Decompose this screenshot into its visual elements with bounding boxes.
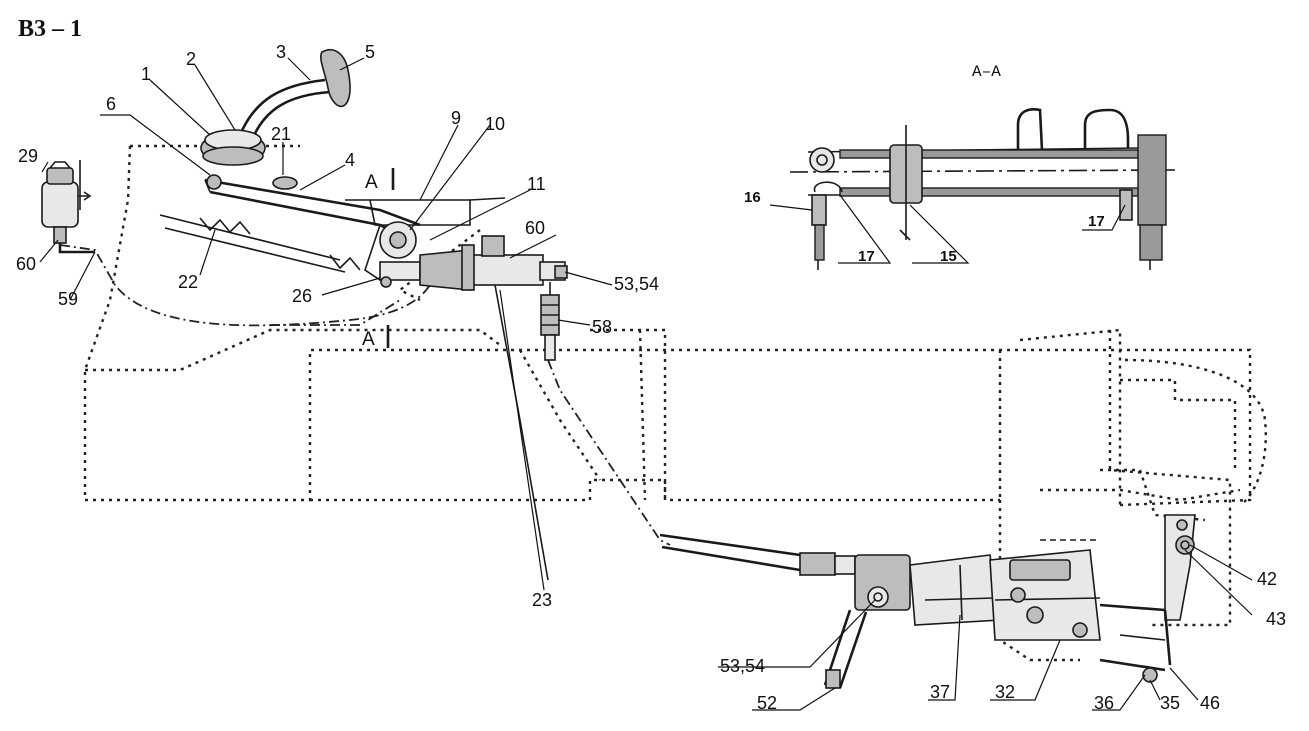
section-a-a: A–A [789, 63, 1176, 270]
label-46: 46 [1200, 693, 1220, 713]
label-43: 43 [1266, 609, 1286, 629]
part-labels: 1 2 3 5 6 21 4 9 10 11 29 60 59 22 26 60… [16, 42, 1286, 713]
label-21: 21 [271, 124, 291, 144]
label-23: 23 [532, 590, 552, 610]
label-10: 10 [485, 114, 505, 134]
label-36: 36 [1094, 693, 1114, 713]
label-35: 35 [1160, 693, 1180, 713]
label-53-54-lower: 53,54 [720, 656, 765, 676]
label-60-cylinder: 60 [525, 218, 545, 238]
label-60-reservoir: 60 [16, 254, 36, 274]
hydraulic-lines [59, 244, 671, 546]
label-15: 15 [940, 248, 957, 265]
label-59: 59 [58, 289, 78, 309]
label-16: 16 [744, 189, 761, 206]
label-32: 32 [995, 682, 1015, 702]
section-mark-upper: A [365, 172, 378, 193]
label-3: 3 [276, 42, 286, 62]
label-9: 9 [451, 108, 461, 128]
leader-lines [39, 57, 1253, 711]
label-42: 42 [1257, 569, 1277, 589]
label-22: 22 [178, 272, 198, 292]
label-17-right: 17 [1088, 213, 1105, 230]
label-4: 4 [345, 150, 355, 170]
label-1: 1 [141, 64, 151, 84]
label-26: 26 [292, 286, 312, 306]
label-5: 5 [365, 42, 375, 62]
label-2: 2 [186, 49, 196, 69]
fluid-reservoir [41, 160, 95, 254]
label-11: 11 [527, 174, 546, 194]
clutch-booster-assembly [659, 514, 1196, 689]
label-52: 52 [757, 693, 777, 713]
diagram-title: B3 – 1 [18, 16, 82, 42]
section-mark-lower: A [362, 329, 375, 350]
label-17-left: 17 [858, 248, 875, 265]
clutch-pedal-assembly: A A [159, 48, 506, 350]
label-53-54-upper: 53,54 [614, 274, 659, 294]
section-title: A–A [972, 63, 1001, 81]
label-37: 37 [930, 682, 950, 702]
label-6: 6 [106, 94, 116, 114]
master-cylinder [379, 235, 568, 581]
label-58: 58 [592, 317, 612, 337]
label-29: 29 [18, 146, 38, 166]
